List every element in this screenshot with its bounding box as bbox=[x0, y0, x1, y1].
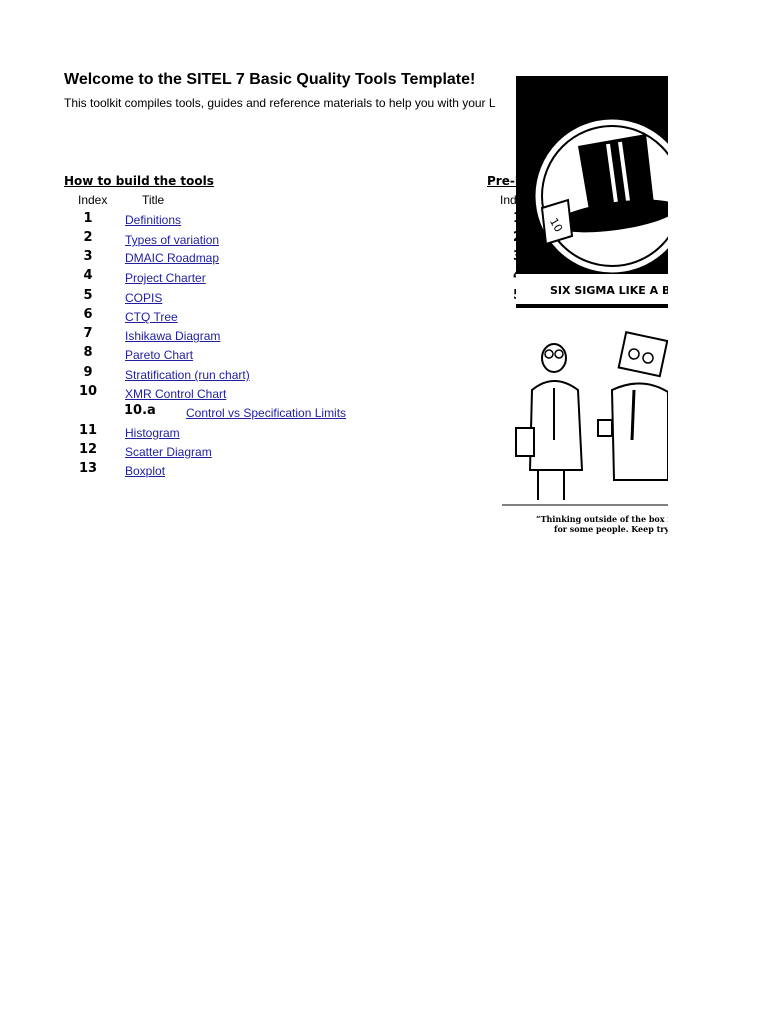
link-xmr-control-chart[interactable]: XMR Control Chart bbox=[125, 387, 227, 401]
row-index: 11 bbox=[78, 423, 98, 438]
column-header-index-right: Ind bbox=[500, 193, 517, 207]
link-types-of-variation[interactable]: Types of variation bbox=[125, 233, 220, 247]
link-dmaic-roadmap[interactable]: DMAIC Roadmap bbox=[125, 251, 220, 265]
list-item: 6 CTQ Tree bbox=[0, 307, 480, 326]
svg-text:10: 10 bbox=[547, 216, 565, 235]
list-item: 8 Pareto Chart bbox=[0, 345, 480, 364]
cartoon-caption-line1: “Thinking outside of the box is bbox=[536, 514, 668, 524]
page-subtitle: This toolkit compiles tools, guides and … bbox=[64, 96, 496, 110]
row-index: 1 bbox=[83, 211, 93, 226]
column-header-index: Index bbox=[78, 193, 108, 207]
column-header-title: Title bbox=[142, 193, 165, 207]
link-ctq-tree[interactable]: CTQ Tree bbox=[125, 310, 178, 324]
row-index: 10 bbox=[78, 384, 98, 399]
section-heading-prebuilt: Pre-b bbox=[487, 174, 524, 188]
list-item: 13 Boxplot bbox=[0, 461, 480, 480]
top-hat-illustration: 10 SIX SIGMA LIKE A BOS bbox=[516, 76, 668, 308]
row-index: 3 bbox=[83, 249, 93, 264]
list-item: 2 Types of variation bbox=[0, 230, 480, 249]
link-pareto-chart[interactable]: Pareto Chart bbox=[125, 348, 194, 362]
list-item: 7 Ishikawa Diagram bbox=[0, 326, 480, 345]
link-control-vs-specification-limits[interactable]: Control vs Specification Limits bbox=[186, 406, 347, 420]
list-item: 10 XMR Control Chart bbox=[0, 384, 480, 403]
list-item: 3 DMAIC Roadmap bbox=[0, 249, 480, 268]
row-index: 12 bbox=[78, 442, 98, 457]
link-ishikawa-diagram[interactable]: Ishikawa Diagram bbox=[125, 329, 221, 343]
cartoon-image: “Thinking outside of the box is for some… bbox=[502, 310, 668, 540]
page-title: Welcome to the SITEL 7 Basic Quality Too… bbox=[64, 71, 476, 88]
cartoon-caption-line2: for some people. Keep tryi bbox=[554, 524, 668, 534]
list-item: 1 Definitions bbox=[0, 211, 480, 230]
image-caption: SIX SIGMA LIKE A BOS bbox=[550, 284, 668, 297]
row-index: 2 bbox=[83, 230, 93, 245]
list-item: 5 COPIS bbox=[0, 288, 480, 307]
list-item: 4 Project Charter bbox=[0, 268, 480, 287]
link-project-charter[interactable]: Project Charter bbox=[125, 271, 206, 285]
section-heading-how-to-build: How to build the tools bbox=[64, 174, 214, 188]
row-index: 6 bbox=[83, 307, 93, 322]
list-item: 12 Scatter Diagram bbox=[0, 442, 480, 461]
link-copis[interactable]: COPIS bbox=[125, 291, 163, 305]
link-definitions[interactable]: Definitions bbox=[125, 213, 182, 227]
row-index: 5 bbox=[83, 288, 93, 303]
link-histogram[interactable]: Histogram bbox=[125, 426, 180, 440]
row-index: 7 bbox=[83, 326, 93, 341]
list-item: 11 Histogram bbox=[0, 423, 480, 442]
link-stratification[interactable]: Stratification (run chart) bbox=[125, 368, 250, 382]
link-scatter-diagram[interactable]: Scatter Diagram bbox=[125, 445, 212, 459]
cartoon-illustration: “Thinking outside of the box is for some… bbox=[502, 331, 668, 534]
row-index: 10.a bbox=[124, 403, 156, 418]
six-sigma-hat-image: 10 SIX SIGMA LIKE A BOS bbox=[516, 76, 668, 308]
link-boxplot[interactable]: Boxplot bbox=[125, 464, 166, 478]
row-index: 4 bbox=[83, 268, 93, 283]
row-index: 13 bbox=[78, 461, 98, 476]
list-item: 10.a Control vs Specification Limits bbox=[0, 403, 480, 422]
row-index: 8 bbox=[83, 345, 93, 360]
row-index: 9 bbox=[83, 365, 93, 380]
list-item: 9 Stratification (run chart) bbox=[0, 365, 480, 384]
